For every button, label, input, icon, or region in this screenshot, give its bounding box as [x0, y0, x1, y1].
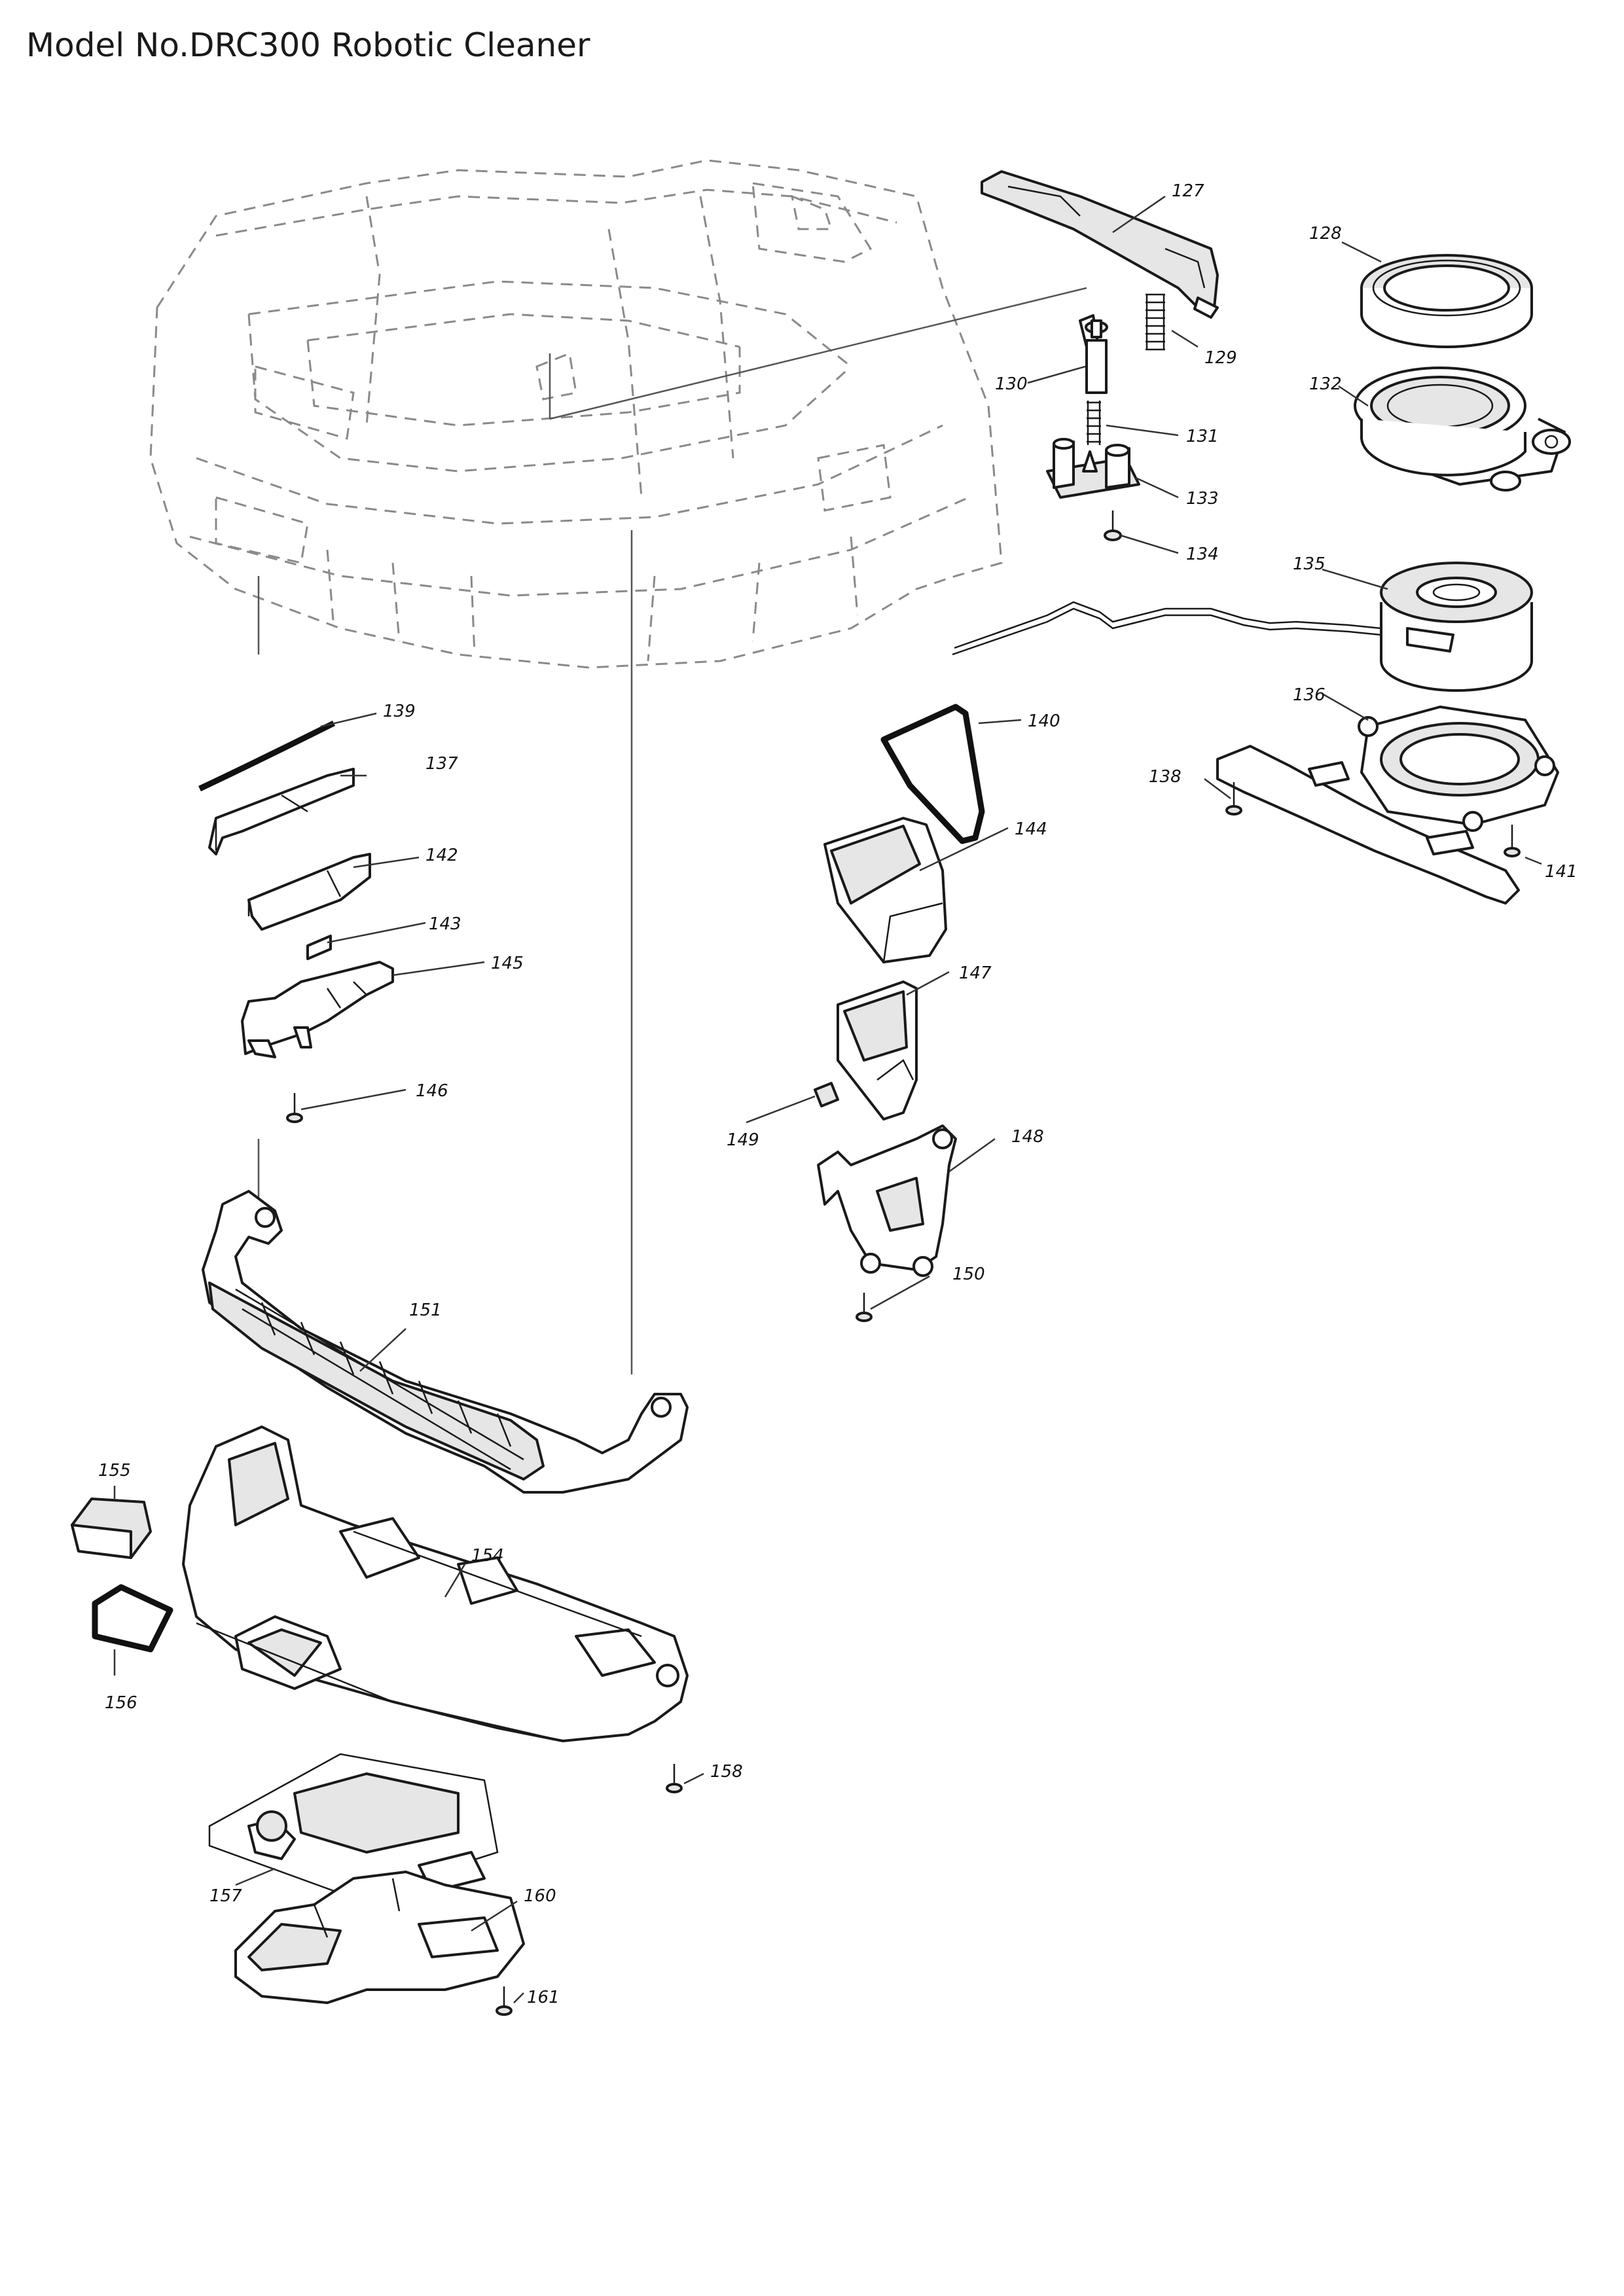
label-158: 158 [710, 1762, 743, 1782]
part-147-duct [837, 980, 918, 1121]
part-150-screw [856, 1293, 873, 1322]
part-157-pcb [208, 1753, 499, 1899]
label-129: 129 [1204, 348, 1237, 368]
label-131: 131 [1186, 427, 1219, 446]
label-150: 150 [952, 1265, 985, 1284]
label-139: 139 [383, 702, 416, 721]
part-148-bracket [817, 1124, 957, 1277]
chassis-outline [149, 159, 1003, 669]
part-143-clip [306, 935, 332, 960]
part-155-cap [71, 1498, 152, 1559]
part-135-sensor-module [952, 562, 1533, 692]
part-145-bracket [241, 961, 394, 1058]
part-146-screw [286, 1093, 303, 1123]
part-142-cover [247, 853, 371, 931]
part-127-latch-cover [981, 170, 1219, 319]
part-136-bracket [1216, 706, 1559, 905]
part-131-spring [1087, 401, 1101, 445]
part-158-screw [666, 1764, 683, 1793]
label-142: 142 [425, 846, 458, 865]
part-144-duct [823, 817, 947, 963]
part-140-gasket [880, 704, 985, 844]
label-134: 134 [1186, 545, 1219, 564]
part-138-screw [1225, 782, 1242, 816]
label-154: 154 [471, 1546, 504, 1566]
label-135: 135 [1293, 554, 1326, 574]
part-137-cover [208, 768, 355, 855]
label-146: 146 [416, 1081, 448, 1101]
part-129-spring [1146, 293, 1165, 351]
part-151-bumper [202, 1190, 689, 1494]
label-127: 127 [1172, 181, 1204, 201]
part-128-seal-ring [1360, 254, 1533, 348]
part-130-plunger [1079, 314, 1108, 394]
label-147: 147 [959, 963, 992, 983]
label-155: 155 [98, 1461, 131, 1480]
label-140: 140 [1028, 711, 1060, 731]
part-154-base-shell [182, 1426, 689, 1742]
label-143: 143 [429, 914, 461, 934]
label-161: 161 [527, 1988, 560, 2007]
label-132: 132 [1309, 374, 1342, 394]
page-title: Model No.DRC300 Robotic Cleaner [26, 26, 590, 64]
part-133-holder [1046, 438, 1140, 499]
leader-lines [113, 195, 1542, 2003]
part-labels: 127 128 129 130 131 132 133 134 135 136 … [98, 181, 1578, 2007]
label-148: 148 [1011, 1127, 1044, 1147]
part-161-screw [496, 1986, 513, 2016]
label-149: 149 [727, 1130, 759, 1150]
label-138: 138 [1149, 767, 1182, 787]
label-130: 130 [995, 374, 1028, 394]
part-149-block [814, 1082, 839, 1107]
label-151: 151 [409, 1300, 442, 1320]
label-157: 157 [209, 1886, 242, 1906]
label-128: 128 [1309, 224, 1342, 243]
part-156-gasket [92, 1584, 173, 1653]
part-160-tray [234, 1871, 525, 2004]
label-144: 144 [1015, 819, 1047, 839]
label-156: 156 [105, 1693, 137, 1713]
label-160: 160 [524, 1886, 556, 1906]
part-132-speaker [1354, 367, 1571, 492]
label-141: 141 [1545, 862, 1578, 882]
label-136: 136 [1293, 685, 1326, 705]
label-133: 133 [1186, 489, 1219, 509]
label-145: 145 [491, 954, 524, 973]
label-137: 137 [425, 754, 458, 774]
part-141-screw [1504, 825, 1521, 857]
part-134-screw [1104, 511, 1122, 541]
part-139-seal-strip [198, 720, 336, 792]
